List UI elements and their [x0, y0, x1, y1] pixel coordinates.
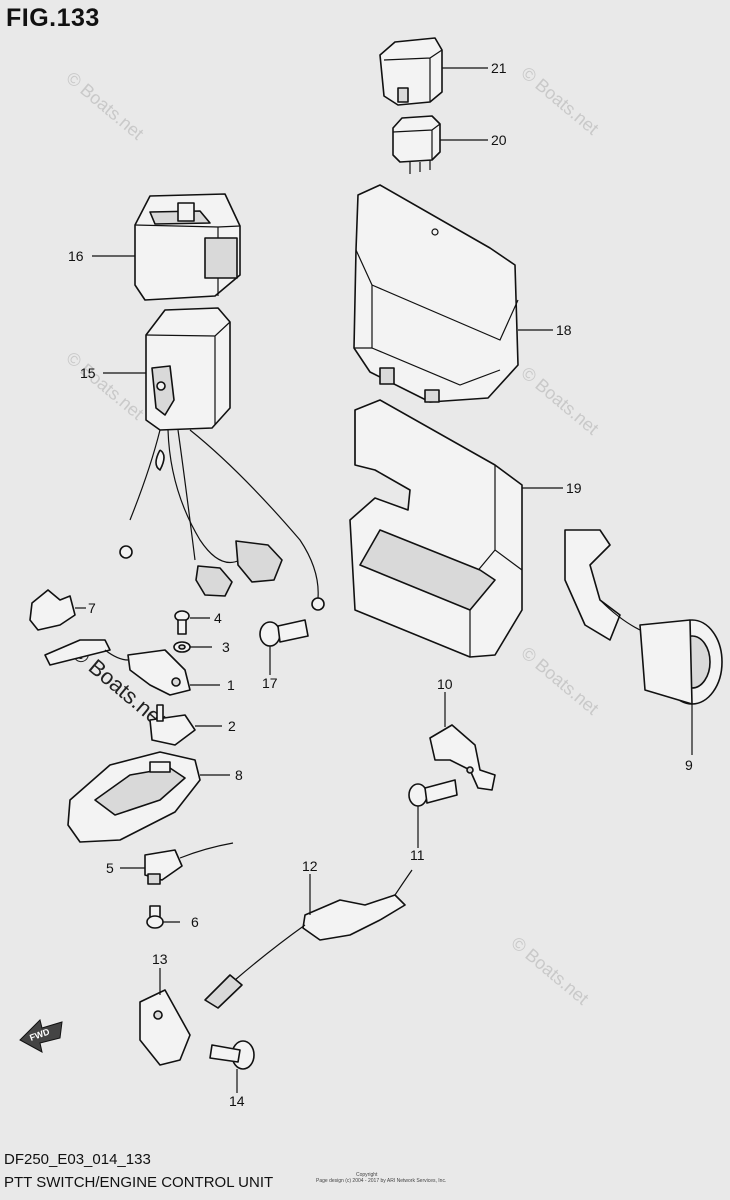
callout-20: 20 — [491, 132, 507, 148]
part-12-harness[interactable] — [204, 869, 413, 1009]
callout-labels: 21 20 16 18 15 19 7 4 3 1 17 9 10 2 8 11… — [68, 60, 693, 1109]
callout-6: 6 — [191, 914, 199, 930]
callout-12: 12 — [302, 858, 318, 874]
part-5-switch[interactable] — [144, 842, 234, 885]
callout-4: 4 — [214, 610, 222, 626]
part-20-relay[interactable] — [392, 115, 441, 174]
part-2-bracket[interactable] — [149, 704, 196, 746]
part-6-screw[interactable] — [146, 905, 164, 929]
watermark: © Boats.net — [517, 63, 602, 139]
callout-5: 5 — [106, 860, 114, 876]
part-9-ptt-switch[interactable] — [564, 529, 723, 705]
part-16-cover[interactable] — [134, 193, 241, 301]
part-7-clip[interactable] — [29, 589, 76, 631]
callout-9: 9 — [685, 757, 693, 773]
callout-21: 21 — [491, 60, 507, 76]
callout-17: 17 — [262, 675, 278, 691]
watermark: © Boats.net — [507, 933, 592, 1009]
copyright-line-2: Page design (c) 2004 - 2017 by ARI Netwo… — [316, 1178, 447, 1184]
watermark: © Boats.net — [62, 68, 147, 144]
callout-3: 3 — [222, 639, 230, 655]
part-17-bolt[interactable] — [259, 619, 309, 647]
callout-1: 1 — [227, 677, 235, 693]
fwd-arrow-icon: FWD — [19, 1019, 63, 1053]
part-11-bolt[interactable] — [408, 779, 458, 807]
figure-title: FIG.133 — [6, 4, 100, 32]
callout-14: 14 — [229, 1093, 245, 1109]
part-21-relay-cover[interactable] — [379, 37, 443, 106]
callout-11: 11 — [410, 847, 425, 863]
copyright-notice: Copyright Page design (c) 2004 - 2017 by… — [316, 1172, 446, 1184]
part-4-screw[interactable] — [174, 610, 190, 635]
part-14-screw[interactable] — [209, 1040, 255, 1070]
part-13-clamp[interactable] — [139, 989, 191, 1066]
callout-18: 18 — [556, 322, 572, 338]
part-10-clamp[interactable] — [429, 724, 496, 791]
part-1-sender[interactable] — [44, 639, 191, 696]
leader-lines — [75, 67, 693, 1093]
watermark: © Boats.net — [62, 348, 147, 424]
copyright-line-1: Copyright — [356, 1172, 378, 1178]
part-3-washer[interactable] — [173, 641, 191, 653]
figure-caption: PTT SWITCH/ENGINE CONTROL UNIT — [4, 1174, 274, 1191]
callout-13: 13 — [152, 951, 168, 967]
part-19-ecu-cover[interactable] — [349, 399, 523, 658]
callout-10: 10 — [437, 676, 453, 692]
watermark: © Boats.net — [517, 363, 602, 439]
callout-8: 8 — [235, 767, 243, 783]
callout-7: 7 — [88, 600, 96, 616]
callout-16: 16 — [68, 248, 84, 264]
callout-2: 2 — [228, 718, 236, 734]
callout-15: 15 — [80, 365, 96, 381]
part-15-harness[interactable] — [119, 307, 325, 611]
watermark: © Boats.net — [517, 643, 602, 719]
model-code: DF250_E03_014_133 — [4, 1151, 151, 1168]
part-18-engine-control-unit[interactable] — [353, 184, 519, 403]
part-8-grip[interactable] — [67, 751, 201, 843]
callout-19: 19 — [566, 480, 582, 496]
